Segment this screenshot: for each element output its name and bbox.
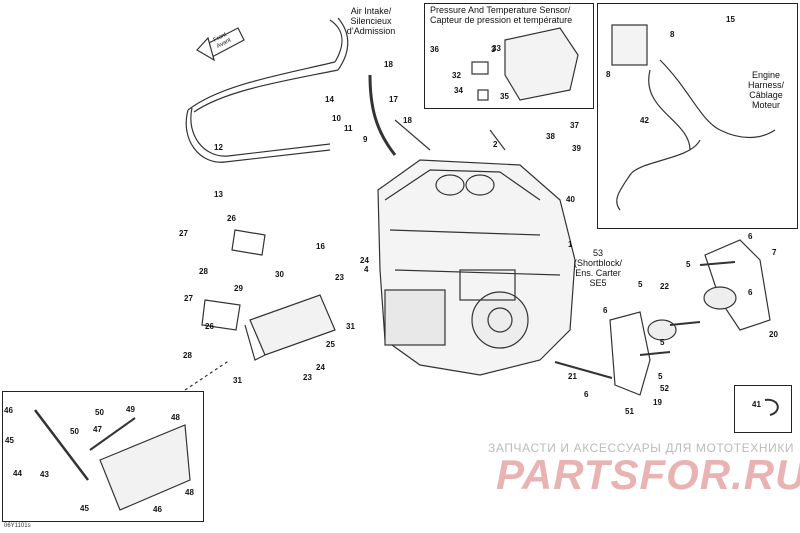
engine-harness-label: Engine Harness/ Câblage Moteur: [747, 70, 784, 110]
callout-11: 11: [344, 124, 353, 133]
callout-4: 4: [364, 265, 369, 274]
callout-27: 27: [179, 229, 188, 238]
callout-29: 29: [234, 284, 243, 293]
callout-35: 35: [500, 92, 509, 101]
callout-33: 33: [492, 44, 501, 53]
callout-46: 46: [4, 406, 13, 415]
callout-17: 17: [389, 95, 398, 104]
callout-6: 6: [603, 306, 608, 315]
callout-26: 26: [227, 214, 236, 223]
callout-22: 22: [660, 282, 669, 291]
pressure-sensor-label: Pressure And Temperature Sensor/ Capteur…: [430, 5, 573, 25]
callout-5: 5: [638, 280, 643, 289]
callout-12: 12: [214, 143, 223, 152]
callout-2: 2: [493, 140, 498, 149]
shortblock-label: 53 (Shortblock/ Ens. Carter SE5: [573, 248, 623, 288]
callout-8: 8: [670, 30, 675, 39]
callout-18: 18: [384, 60, 393, 69]
callout-25: 25: [326, 340, 335, 349]
callout-6: 6: [584, 390, 589, 399]
callout-28: 28: [199, 267, 208, 276]
callout-36: 36: [430, 45, 439, 54]
callout-31: 31: [233, 376, 242, 385]
callout-52: 52: [660, 384, 669, 393]
callout-24: 24: [316, 363, 325, 372]
callout-16: 16: [316, 242, 325, 251]
callout-21: 21: [568, 372, 577, 381]
callout-44: 44: [13, 469, 22, 478]
callout-9: 9: [363, 135, 368, 144]
callout-45: 45: [5, 436, 14, 445]
callout-37: 37: [570, 121, 579, 130]
callout-5: 5: [658, 372, 663, 381]
engine-harness-inset: [597, 3, 798, 229]
callout-50: 50: [70, 427, 79, 436]
callout-48: 48: [185, 488, 194, 497]
callout-13: 13: [214, 190, 223, 199]
drawing-code: 06Y1101s: [4, 523, 31, 529]
callout-28: 28: [183, 351, 192, 360]
watermark-tagline: ЗАПЧАСТИ И АКСЕССУАРЫ ДЛЯ МОТОТЕХНИКИ: [488, 441, 795, 455]
callout-38: 38: [546, 132, 555, 141]
callout-6: 6: [748, 232, 753, 241]
callout-30: 30: [275, 270, 284, 279]
callout-24: 24: [360, 256, 369, 265]
callout-23: 23: [335, 273, 344, 282]
callout-23: 23: [303, 373, 312, 382]
callout-10: 10: [332, 114, 341, 123]
pressure-sensor-inset: [424, 3, 594, 109]
callout-15: 15: [726, 15, 735, 24]
callout-19: 19: [653, 398, 662, 407]
callout-6: 6: [748, 288, 753, 297]
callout-42: 42: [640, 116, 649, 125]
engine-mount-inset: [2, 391, 204, 522]
callout-18: 18: [403, 116, 412, 125]
callout-34: 34: [454, 86, 463, 95]
callout-40: 40: [566, 195, 575, 204]
callout-45: 45: [80, 504, 89, 513]
air-intake-label: Air Intake/ Silencieux d’Admission: [346, 6, 396, 36]
callout-8: 8: [606, 70, 611, 79]
callout-14: 14: [325, 95, 334, 104]
clamp-inset: [734, 385, 792, 433]
callout-47: 47: [93, 425, 102, 434]
callout-3: 3: [491, 45, 496, 54]
callout-27: 27: [184, 294, 193, 303]
callout-41: 41: [752, 400, 761, 409]
callout-46: 46: [153, 505, 162, 514]
callout-50: 50: [95, 408, 104, 417]
callout-39: 39: [572, 144, 581, 153]
callout-48: 48: [171, 413, 180, 422]
front-arrow-icon: [196, 27, 245, 62]
callout-1: 1: [568, 240, 573, 249]
callout-51: 51: [625, 407, 634, 416]
callout-26: 26: [205, 322, 214, 331]
callout-32: 32: [452, 71, 461, 80]
callout-31: 31: [346, 322, 355, 331]
watermark-brand: PARTSFOR.RU: [496, 451, 800, 498]
callout-5: 5: [660, 338, 665, 347]
callout-5: 5: [686, 260, 691, 269]
callout-43: 43: [40, 470, 49, 479]
callout-49: 49: [126, 405, 135, 414]
callout-7: 7: [772, 248, 777, 257]
callout-20: 20: [769, 330, 778, 339]
